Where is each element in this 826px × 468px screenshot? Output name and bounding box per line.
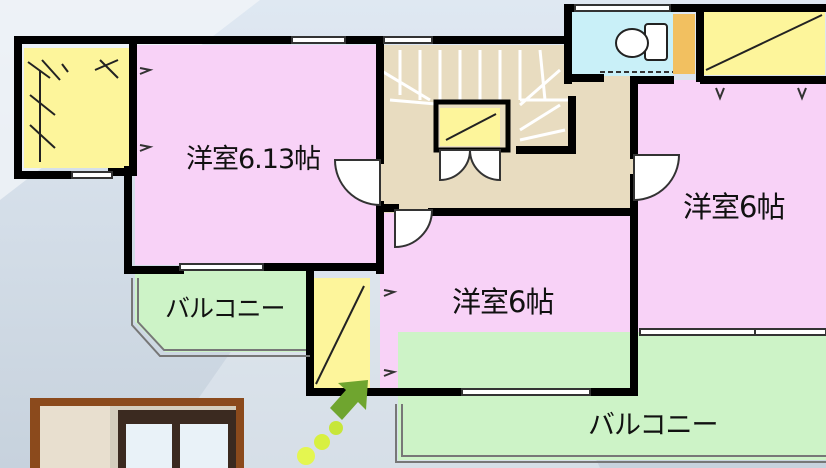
closet-top-right-diagonal [705, 14, 823, 71]
western-room-b-fill [634, 80, 826, 332]
closet-left-fill [24, 48, 132, 168]
interior-photo [30, 398, 244, 468]
closet-door-marks [139, 67, 807, 377]
balcony-label: バルコニー [588, 410, 718, 441]
closet-left-hangers [27, 59, 119, 162]
door-swings [333, 149, 681, 249]
balcony-left-fill [135, 270, 310, 352]
stair-steps [379, 49, 570, 142]
western-room-label: 洋室6帖 [683, 190, 785, 224]
western-room-label: 洋室6帖 [452, 285, 554, 319]
windows [71, 4, 826, 396]
toilet-shelf [673, 14, 695, 74]
western-room-a-fill [135, 45, 378, 265]
closet-bottom-diagonal [315, 285, 365, 385]
balcony-rails [131, 278, 826, 463]
closet-center-diagonal [445, 113, 497, 141]
western-room-label: 洋室6.13帖 [186, 144, 321, 175]
entry-arrow-icon [297, 380, 368, 465]
balcony-label: バルコニー [165, 294, 286, 323]
toilet-fixture [615, 23, 668, 61]
